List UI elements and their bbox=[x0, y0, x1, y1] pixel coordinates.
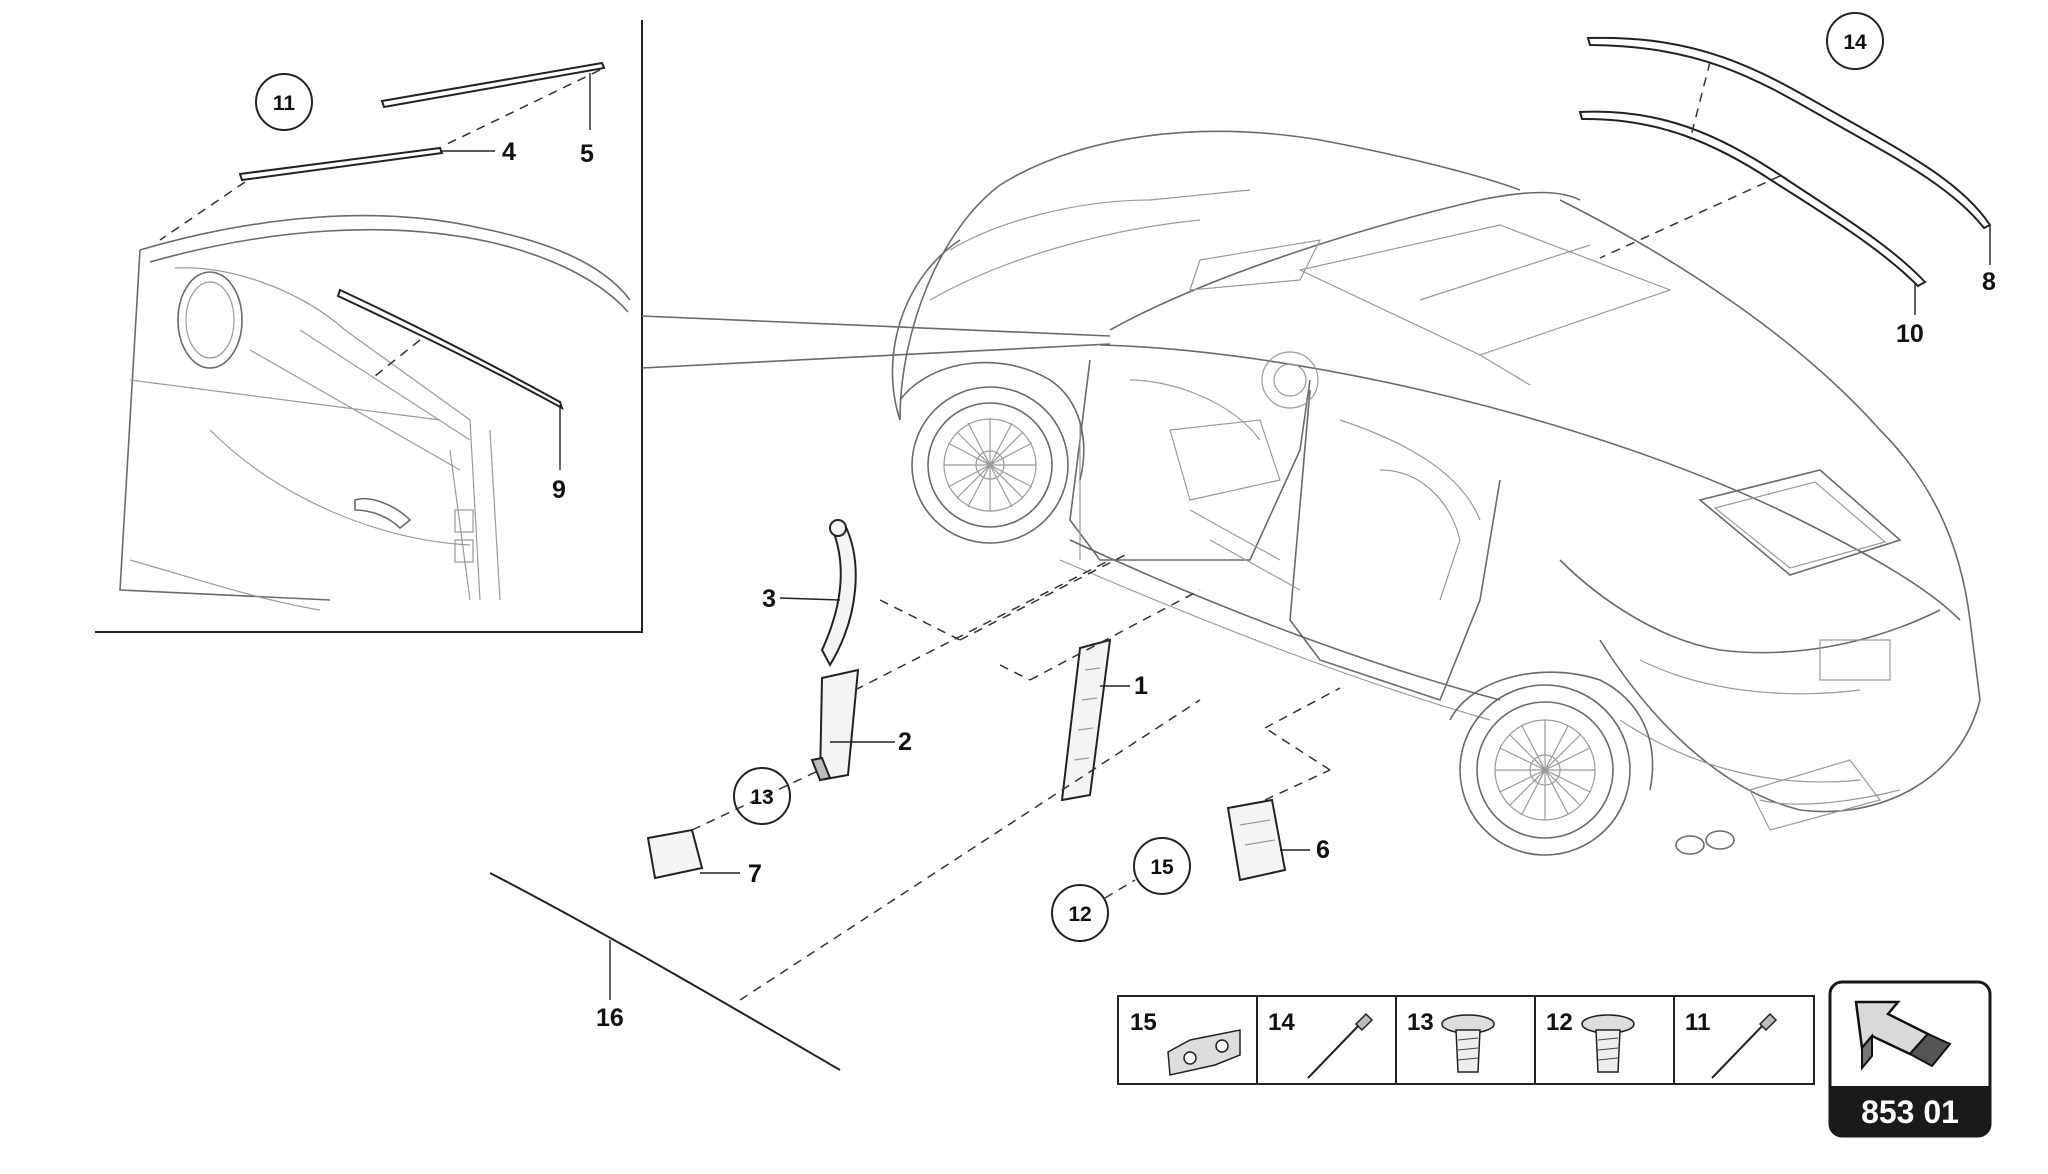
circled-12: 12 bbox=[1068, 903, 1091, 926]
direction-arrow-icon bbox=[1854, 1000, 1952, 1071]
legend-label-15: 15 bbox=[1130, 1009, 1157, 1036]
callout-5: 5 bbox=[580, 140, 594, 168]
callout-9: 9 bbox=[552, 476, 566, 504]
circled-15: 15 bbox=[1150, 856, 1174, 879]
circled-11: 11 bbox=[273, 92, 296, 115]
circled-14: 14 bbox=[1843, 31, 1867, 54]
rivet-pin-icon bbox=[1711, 1012, 1778, 1079]
legend-label-12: 12 bbox=[1546, 1009, 1573, 1036]
callout-2: 2 bbox=[898, 728, 912, 756]
callout-6: 6 bbox=[1316, 836, 1330, 864]
loose-parts bbox=[489, 519, 1341, 1071]
vehicle-outline bbox=[891, 130, 1981, 856]
page-code: 853 01 bbox=[1861, 1094, 1959, 1130]
roof-rails bbox=[1578, 36, 1992, 315]
callout-4: 4 bbox=[502, 138, 516, 166]
screw-icon bbox=[1581, 1014, 1635, 1073]
legend-label-13: 13 bbox=[1407, 1009, 1434, 1036]
rivet-pin-icon bbox=[1307, 1012, 1374, 1079]
callout-10: 10 bbox=[1896, 320, 1924, 348]
circled-references: 11 13 14 15 12 bbox=[255, 12, 1884, 942]
callout-3: 3 bbox=[762, 585, 776, 613]
inset-detail bbox=[95, 20, 1111, 633]
callout-7: 7 bbox=[748, 860, 762, 888]
clip-plate-icon bbox=[1167, 1029, 1241, 1076]
callout-labels: 1 2 3 4 5 6 7 8 9 10 16 bbox=[502, 138, 1996, 1032]
callout-16: 16 bbox=[596, 1004, 624, 1032]
fastener-legend: 15 14 13 12 11 bbox=[1117, 995, 1815, 1085]
page-badge: 853 01 bbox=[1828, 980, 1992, 1138]
circled-13: 13 bbox=[750, 786, 773, 809]
legend-label-11: 11 bbox=[1685, 1009, 1710, 1036]
legend-label-14: 14 bbox=[1268, 1009, 1295, 1036]
callout-1: 1 bbox=[1134, 672, 1148, 700]
screw-icon bbox=[1441, 1014, 1495, 1073]
callout-8: 8 bbox=[1982, 268, 1996, 296]
